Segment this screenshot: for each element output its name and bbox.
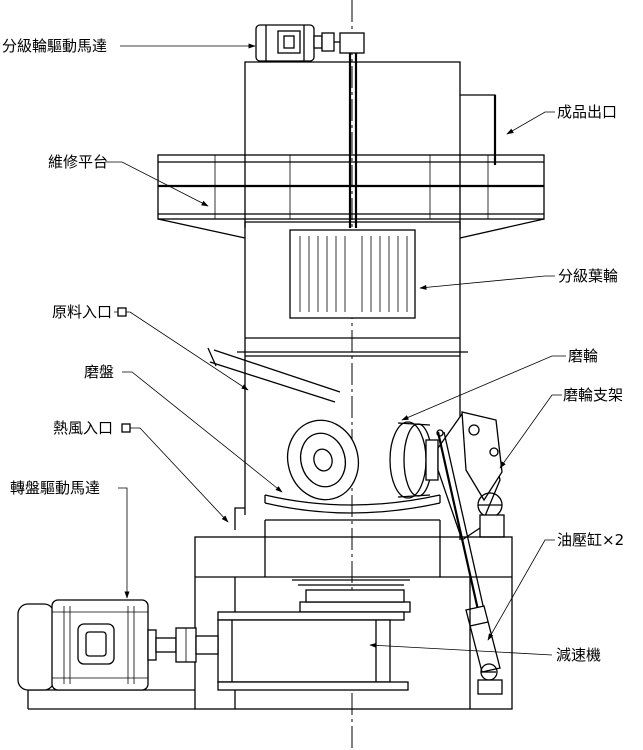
- label-raw-material-inlet: 原料入口: [52, 303, 112, 321]
- leader-table-motor: [118, 487, 130, 599]
- label-hot-air-inlet: 熱風入口: [53, 419, 113, 437]
- leader-hydraulic-cylinder: [487, 539, 555, 641]
- marker-hot-air-inlet: [121, 423, 131, 433]
- hydraulic-cylinder: [436, 429, 503, 695]
- label-grinding-roller: 磨輪: [568, 347, 598, 365]
- label-classifier-wheel: 分級葉輪: [558, 267, 618, 285]
- classifier-wheel: [289, 229, 416, 319]
- leader-raw-material-inlet: [114, 311, 249, 391]
- label-product-outlet: 成品出口: [557, 103, 617, 121]
- upper-housing: [244, 61, 497, 230]
- reducer: [217, 589, 411, 691]
- leader-grinding-table: [122, 371, 283, 493]
- label-roller-bracket: 磨輪支架: [563, 386, 623, 404]
- left-grinding-roller: [286, 419, 360, 501]
- maintenance-platform: [157, 154, 545, 239]
- label-reducer: 減速機: [556, 646, 601, 664]
- right-grinding-roller: [389, 421, 439, 499]
- leader-maintenance-platform: [105, 161, 209, 207]
- feed-chute: [207, 347, 341, 403]
- label-grinding-table: 磨盤: [84, 363, 114, 381]
- leader-reducer: [369, 642, 553, 656]
- leader-classifier-wheel: [419, 275, 555, 290]
- table-motor: [17, 599, 219, 691]
- leader-grinding-roller: [401, 355, 566, 421]
- grinding-table: [264, 494, 441, 514]
- roller-bracket: [437, 411, 505, 542]
- classifier-motor: [255, 24, 365, 228]
- leader-hot-air-inlet: [130, 427, 229, 523]
- label-hydraulic-cylinder: 油壓缸×2: [557, 531, 624, 549]
- label-classifier-motor: 分級輪驅動馬達: [2, 37, 107, 55]
- marker-raw-material-inlet: [117, 307, 127, 317]
- leader-roller-bracket: [499, 394, 562, 469]
- label-table-motor: 轉盤驅動馬達: [10, 479, 100, 497]
- mill-body: [234, 221, 468, 540]
- label-markers: [117, 307, 131, 433]
- label-maintenance-platform: 維修平台: [48, 153, 108, 171]
- leader-lines: [105, 43, 566, 656]
- leader-product-outlet: [506, 111, 555, 135]
